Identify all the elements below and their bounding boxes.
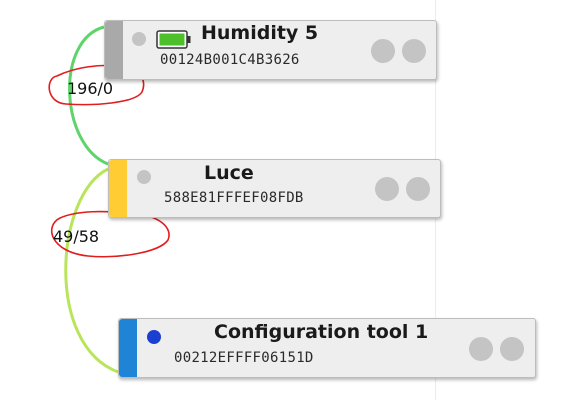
link-wire-luce-to-config — [64, 167, 119, 374]
status-dot — [147, 330, 161, 344]
node-title: Luce — [204, 162, 254, 184]
node-action-button-1[interactable] — [375, 177, 399, 201]
node-address: 588E81FFFEF08FDB — [164, 190, 304, 206]
status-dot — [137, 170, 151, 184]
node-card-humidity[interactable]: Humidity 5 00124B001C4B3626 — [104, 20, 437, 80]
node-action-button-2[interactable] — [406, 177, 430, 201]
node-action-button-1[interactable] — [469, 337, 493, 361]
node-action-button-1[interactable] — [371, 39, 395, 63]
node-action-button-2[interactable] — [500, 337, 524, 361]
link-quality-label: 49/58 — [53, 227, 100, 246]
status-dot — [132, 32, 146, 46]
node-title: Humidity 5 — [201, 22, 319, 44]
node-action-button-2[interactable] — [402, 39, 426, 63]
link-wire-humidity-to-luce — [68, 25, 109, 166]
link-quality-label: 196/0 — [67, 79, 114, 98]
node-title: Configuration tool 1 — [214, 321, 429, 343]
node-address: 00212EFFFF06151D — [174, 350, 314, 366]
node-card-luce[interactable]: Luce 588E81FFFEF08FDB — [108, 159, 441, 218]
battery-icon — [156, 30, 191, 49]
node-type-strip — [119, 319, 137, 377]
node-type-strip — [109, 160, 127, 217]
node-card-configuration-tool[interactable]: Configuration tool 1 00212EFFFF06151D — [118, 318, 536, 378]
node-type-strip — [105, 21, 123, 79]
node-address: 00124B001C4B3626 — [160, 52, 300, 68]
annotation-circle-link-1 — [48, 64, 145, 106]
